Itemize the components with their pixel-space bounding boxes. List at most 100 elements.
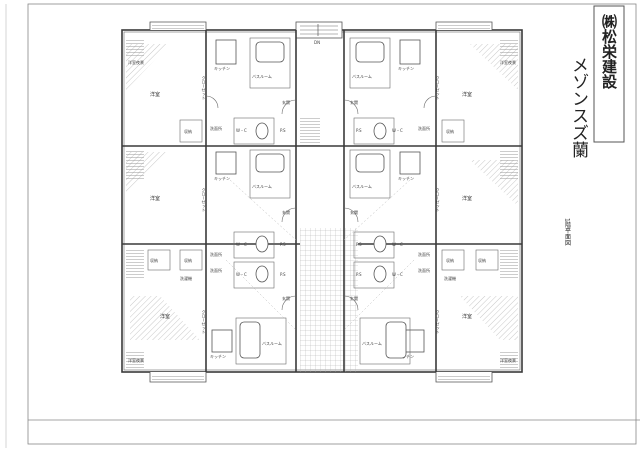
svg-text:キッチン: キッチン <box>214 66 230 71</box>
svg-text:バスルーム: バスルーム <box>362 341 382 346</box>
dn-label: DN <box>314 40 320 45</box>
entry-label-4: 玄関 <box>350 99 358 105</box>
company-name: ㈱松栄建設 <box>600 13 618 90</box>
storage-right-3: 収納 <box>475 249 499 271</box>
balcony-top-right <box>435 21 493 30</box>
washroom-label-1: 洗面所 <box>210 125 222 131</box>
svg-text:W・C: W・C <box>392 272 403 277</box>
svg-text:収納: 収納 <box>446 128 454 134</box>
svg-text:P.S: P.S <box>280 272 286 277</box>
svg-text:P.S: P.S <box>356 242 362 247</box>
bathroom-unit-4: バスルーム <box>349 37 391 89</box>
balcony-bottom-left <box>149 372 207 383</box>
wc-unit-1: W・C P.S <box>233 117 286 145</box>
svg-text:収納: 収納 <box>150 257 158 263</box>
left-edge-stripes-1 <box>126 40 144 56</box>
svg-text:収納: 収納 <box>478 257 486 263</box>
wc-unit-6: P.S W・C <box>353 261 403 289</box>
washer-label-1: 洗濯機 <box>180 275 192 281</box>
svg-text:P.S: P.S <box>356 272 362 277</box>
door-swings <box>205 95 437 311</box>
balcony-label-tr: 洋室夜景 <box>500 59 516 65</box>
closet-label-4: クローゼット <box>436 75 441 100</box>
left-edge-stripes-2 <box>126 150 144 180</box>
svg-text:バスルーム: バスルーム <box>352 74 372 79</box>
svg-text:P.S: P.S <box>356 128 362 133</box>
kitchen-unit-6: キッチン <box>398 329 425 359</box>
balcony-label-tl: 洋室夜景 <box>128 59 144 65</box>
bathroom-unit-5: バスルーム <box>349 149 391 199</box>
kitchen-unit-2: キッチン <box>214 151 237 181</box>
unit-1-western-room: 洋室 <box>126 44 170 98</box>
svg-text:W・C: W・C <box>236 128 247 133</box>
bathroom-unit-1: バスルーム <box>249 37 291 89</box>
sheet-border <box>27 3 637 445</box>
right-edge-stripes-3 <box>500 250 518 280</box>
kitchen-unit-1: キッチン <box>214 39 237 71</box>
bathroom-unit-3: バスルーム <box>235 317 287 365</box>
svg-text:W・C: W・C <box>392 128 403 133</box>
svg-text:キッチン: キッチン <box>210 354 226 359</box>
svg-text:収納: 収納 <box>184 257 192 263</box>
balcony-bottom-right <box>435 372 493 383</box>
building-name: メゾンスズ蘭 <box>568 56 588 158</box>
svg-text:洋室: 洋室 <box>150 195 160 202</box>
svg-text:洋室: 洋室 <box>462 195 472 202</box>
storage-left-1: 収納 <box>179 119 203 143</box>
storage-left-3: 収納 <box>147 249 171 271</box>
wc-unit-5: P.S W・C <box>353 231 403 259</box>
left-edge-stripes-4 <box>126 350 144 368</box>
storage-right-2: 収納 <box>441 249 465 271</box>
washroom-label-5: 洗面所 <box>418 251 430 257</box>
svg-text:収納: 収納 <box>446 257 454 263</box>
washer-label-2: 洗濯機 <box>444 275 456 281</box>
washroom-label-6: 洗面所 <box>418 267 430 273</box>
closet-label-5: クローゼット <box>436 187 441 212</box>
bathroom-unit-2: バスルーム <box>249 149 291 199</box>
closet-label-3: クローゼット <box>202 309 207 334</box>
svg-text:バスルーム: バスルーム <box>252 184 272 189</box>
closet-label-2: クローゼット <box>202 187 207 212</box>
entry-label-3: 玄関 <box>282 295 290 301</box>
balcony-label-bl: 洋室夜景 <box>128 357 144 363</box>
storage-right-1: 収納 <box>441 119 465 143</box>
svg-text:キッチン: キッチン <box>214 176 230 181</box>
title-block: ㈱松栄建設 メゾンスズ蘭 1階平面図 <box>564 5 625 247</box>
svg-text:キッチン: キッチン <box>398 176 414 181</box>
right-edge-stripes-2 <box>500 150 518 180</box>
closet-label-6: クローゼット <box>436 309 441 334</box>
svg-text:バスルーム: バスルーム <box>352 184 372 189</box>
central-hall-upper <box>300 118 320 148</box>
svg-text:収納: 収納 <box>184 128 192 134</box>
entry-label-1: 玄関 <box>282 99 290 105</box>
right-edge-stripes-4 <box>500 350 518 368</box>
svg-text:洋室: 洋室 <box>462 313 472 320</box>
svg-text:洋室: 洋室 <box>160 313 170 320</box>
wc-unit-3: W・C P.S <box>233 261 286 289</box>
entry-label-6: 玄関 <box>350 295 358 301</box>
unit-6-western-room: 洋室 <box>460 296 518 340</box>
svg-text:洋室: 洋室 <box>150 91 160 98</box>
left-edge-stripes-3 <box>126 250 144 280</box>
washroom-label-3: 洗面所 <box>210 267 222 273</box>
right-edge-stripes-1 <box>500 40 518 56</box>
svg-text:P.S: P.S <box>280 242 286 247</box>
svg-text:洋室: 洋室 <box>462 91 472 98</box>
central-hall-hatch <box>300 228 358 372</box>
kitchen-unit-5: キッチン <box>398 151 421 181</box>
svg-text:キッチン: キッチン <box>398 354 414 359</box>
wc-unit-4: P.S W・C <box>353 117 403 145</box>
washroom-label-4: 洗面所 <box>418 125 430 131</box>
svg-text:W・C: W・C <box>392 242 403 247</box>
svg-text:キッチン: キッチン <box>398 66 414 71</box>
washroom-label-2: 洗面所 <box>210 251 222 257</box>
balcony-top-left <box>149 21 207 30</box>
kitchen-unit-3: キッチン <box>210 329 233 359</box>
svg-text:バスルーム: バスルーム <box>252 74 272 79</box>
balcony-label-br: 洋室夜景 <box>500 357 516 363</box>
svg-text:W・C: W・C <box>236 272 247 277</box>
kitchen-unit-4: キッチン <box>398 39 421 71</box>
svg-text:P.S: P.S <box>280 128 286 133</box>
central-stair-top: DN <box>295 21 343 45</box>
bathroom-unit-6: バスルーム <box>359 317 411 365</box>
